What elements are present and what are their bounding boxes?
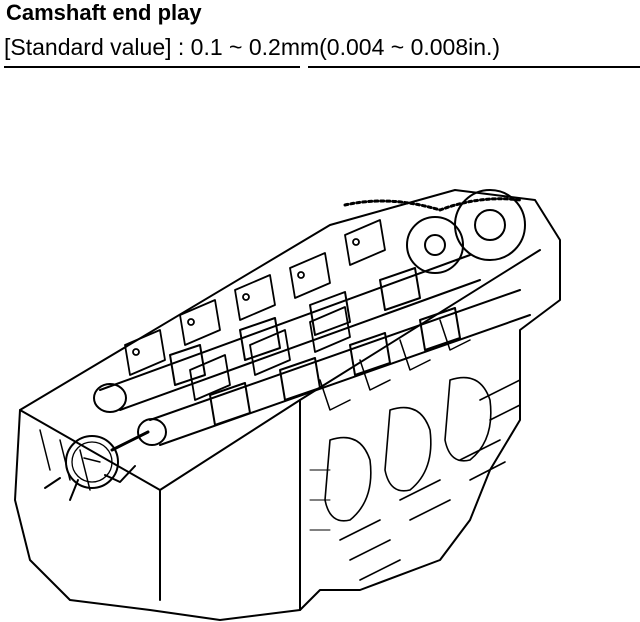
heading-rule-left xyxy=(4,66,300,68)
bearing-caps xyxy=(124,219,386,401)
heading-rule-right xyxy=(308,66,640,68)
intake-camshaft xyxy=(93,254,481,413)
cam-sprockets xyxy=(343,189,526,274)
exhaust-camshaft xyxy=(137,289,531,446)
camshaft-end-play-illustration xyxy=(14,189,561,621)
head-side-ribs xyxy=(309,376,521,581)
dial-indicator xyxy=(44,430,150,501)
page-title: Camshaft end play xyxy=(6,0,202,25)
standard-value-text: [Standard value] : 0.1 ~ 0.2mm(0.004 ~ 0… xyxy=(4,34,501,60)
